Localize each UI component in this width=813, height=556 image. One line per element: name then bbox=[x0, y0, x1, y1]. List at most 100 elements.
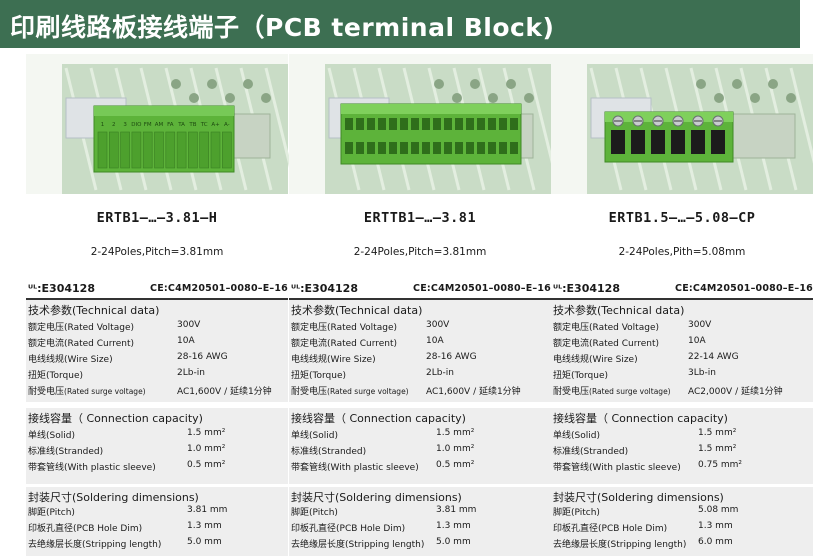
terminal-upper-opening bbox=[466, 118, 474, 130]
pcb-component bbox=[452, 93, 462, 103]
spec-label: 单线(Solid) bbox=[553, 428, 600, 441]
spec-label-text: 扭矩(Torque) bbox=[291, 371, 346, 381]
spec-value: 5.08 mm bbox=[698, 505, 739, 515]
spec-label: 标准线(Stranded) bbox=[28, 444, 103, 457]
spec-label-text: 单线(Solid) bbox=[291, 431, 338, 441]
spec-row: 去绝缘层长度(Stripping length) 5.0 mm bbox=[28, 537, 286, 553]
spec-label-text: 扭矩(Torque) bbox=[28, 371, 83, 381]
spec-label-text: 额定电流(Rated Current) bbox=[28, 339, 135, 349]
spec-label-text: 单线(Solid) bbox=[28, 431, 75, 441]
spec-label: 印板孔直径(PCB Hole Dim) bbox=[553, 521, 667, 534]
spec-section-technical: 技术参数(Technical data)额定电压(Rated Voltage)3… bbox=[289, 300, 551, 402]
spec-value: 3.81 mm bbox=[436, 505, 477, 515]
terminal-upper-opening bbox=[477, 118, 485, 130]
terminal-upper-opening bbox=[433, 118, 441, 130]
spec-row: 印板孔直径(PCB Hole Dim)1.3 mm bbox=[28, 521, 286, 537]
ul-logo-icon: ᵁᴸ bbox=[553, 284, 563, 295]
spec-label: 电线线规(Wire Size) bbox=[28, 352, 113, 365]
spec-label-text: 标准线(Stranded) bbox=[291, 447, 367, 457]
spec-section-connection: 接线容量（ Connection capacity)单线(Solid)1.5 m… bbox=[551, 408, 813, 484]
terminal-lower-opening bbox=[400, 142, 408, 154]
spec-label-text: 扭矩(Torque) bbox=[553, 371, 608, 381]
spec-value: 5.0 mm bbox=[187, 537, 222, 547]
spec-row: 单线(Solid)1.5 mm² bbox=[28, 428, 286, 444]
pcb-component bbox=[434, 79, 444, 89]
pin-label: FA bbox=[167, 122, 174, 128]
spec-label-note: (Rated surge voltage) bbox=[327, 387, 409, 396]
spec-row: 印板孔直径(PCB Hole Dim) 1.3 mm bbox=[553, 521, 811, 537]
spec-section-soldering: 封装尺寸(Soldering dimensions) 脚距(Pitch) 3.81 … bbox=[289, 487, 551, 556]
certification-divider bbox=[551, 298, 813, 300]
terminal-upper-opening bbox=[444, 118, 452, 130]
spec-row: 标准线(Stranded)1.0 mm² bbox=[28, 444, 286, 460]
ul-number: E304128 bbox=[566, 282, 620, 295]
spec-label-text: 去绝缘层长度(Stripping length) bbox=[28, 540, 162, 550]
ul-certification: ᵁᴸ:E304128 bbox=[553, 282, 620, 295]
spec-label: 电线线规(Wire Size) bbox=[291, 352, 376, 365]
spec-row: 脚距(Pitch)3.81 mm bbox=[28, 505, 286, 521]
spec-row: 扭矩(Torque) 3Lb-in bbox=[553, 368, 811, 384]
certification-divider bbox=[26, 298, 288, 300]
spec-value: AC1,600V / 延续1分钟 bbox=[426, 387, 521, 397]
terminal-pin-slot bbox=[142, 131, 153, 169]
spec-section-soldering: 封装尺寸(Soldering dimensions)脚距(Pitch)5.08 … bbox=[551, 487, 813, 556]
spec-label: 扭矩(Torque) bbox=[28, 368, 83, 381]
pcb-component bbox=[189, 93, 199, 103]
spec-row: 电线线规(Wire Size)28-16 AWG bbox=[291, 352, 549, 368]
spec-row: 耐受电压(Rated surge voltage)AC1,600V / 延续1分… bbox=[28, 384, 286, 400]
spec-label-text: 脚距(Pitch) bbox=[291, 508, 338, 518]
section-title: 技术参数(Technical data) bbox=[28, 304, 160, 317]
terminal-upper-opening bbox=[411, 118, 419, 130]
section-title: 封装尺寸(Soldering dimensions) bbox=[28, 491, 199, 504]
spec-value: 1.3 mm bbox=[698, 521, 733, 531]
pcb-chip bbox=[728, 113, 796, 159]
terminal-upper-opening bbox=[356, 118, 364, 130]
spec-label: 额定电流(Rated Current) bbox=[28, 336, 134, 349]
spec-label-text: 额定电压(Rated Voltage) bbox=[28, 323, 134, 333]
spec-label: 额定电压(Rated Voltage) bbox=[291, 320, 397, 333]
spec-label: 标准线(Stranded) bbox=[291, 444, 366, 457]
spec-row: 带套管线(With plastic sleeve)0.75 mm² bbox=[553, 460, 811, 476]
pcb-component bbox=[732, 79, 742, 89]
spec-row: 额定电流(Rated Current)10A bbox=[291, 336, 549, 352]
screw-opening bbox=[611, 130, 625, 154]
spec-value: 2Lb-in bbox=[177, 368, 205, 378]
spec-value: 10A bbox=[426, 336, 444, 346]
pcb-component bbox=[488, 93, 498, 103]
pcb-component bbox=[524, 93, 534, 103]
spec-label: 耐受电压(Rated surge voltage) bbox=[28, 384, 146, 397]
terminal-lower-opening bbox=[499, 142, 507, 154]
spec-row: 扭矩(Torque) 2Lb-in bbox=[291, 368, 549, 384]
spec-row: 单线(Solid)1.5 mm² bbox=[291, 428, 549, 444]
spec-value: 3Lb-in bbox=[688, 368, 716, 378]
screw-opening bbox=[711, 130, 725, 154]
terminal-pin-slot bbox=[210, 131, 221, 169]
spec-value: AC2,000V / 延续1分钟 bbox=[688, 387, 783, 397]
spec-value: 0.75 mm² bbox=[698, 460, 743, 470]
page-title: 印刷线路板接线端子（PCB terminal Block) bbox=[10, 13, 555, 42]
ul-certification: ᵁᴸ:E304128 bbox=[291, 282, 358, 295]
spec-label-note: (Rated surge voltage) bbox=[589, 387, 671, 396]
screw-opening bbox=[631, 130, 645, 154]
ul-number: E304128 bbox=[304, 282, 358, 295]
spec-row: 扭矩(Torque) 2Lb-in bbox=[28, 368, 286, 384]
pcb-component bbox=[261, 93, 271, 103]
pin-label: 1 bbox=[101, 122, 105, 128]
spec-value: 6.0 mm bbox=[698, 537, 733, 547]
section-title: 封装尺寸(Soldering dimensions) bbox=[291, 491, 462, 504]
terminal-lower-opening bbox=[477, 142, 485, 154]
pcb-component bbox=[171, 79, 181, 89]
section-title: 接线容量（ Connection capacity) bbox=[291, 412, 466, 425]
screw-opening bbox=[671, 130, 685, 154]
spec-label: 带套管线(With plastic sleeve) bbox=[28, 460, 156, 473]
spec-value: 1.0 mm² bbox=[436, 444, 475, 454]
ul-separator: : bbox=[37, 282, 42, 295]
terminal-pin-slot bbox=[165, 131, 176, 169]
terminal-lower-opening bbox=[411, 142, 419, 154]
spec-value: 2Lb-in bbox=[426, 368, 454, 378]
terminal-upper-opening bbox=[345, 118, 353, 130]
pin-label: A+ bbox=[211, 122, 220, 128]
terminal-pin-slot bbox=[199, 131, 209, 169]
